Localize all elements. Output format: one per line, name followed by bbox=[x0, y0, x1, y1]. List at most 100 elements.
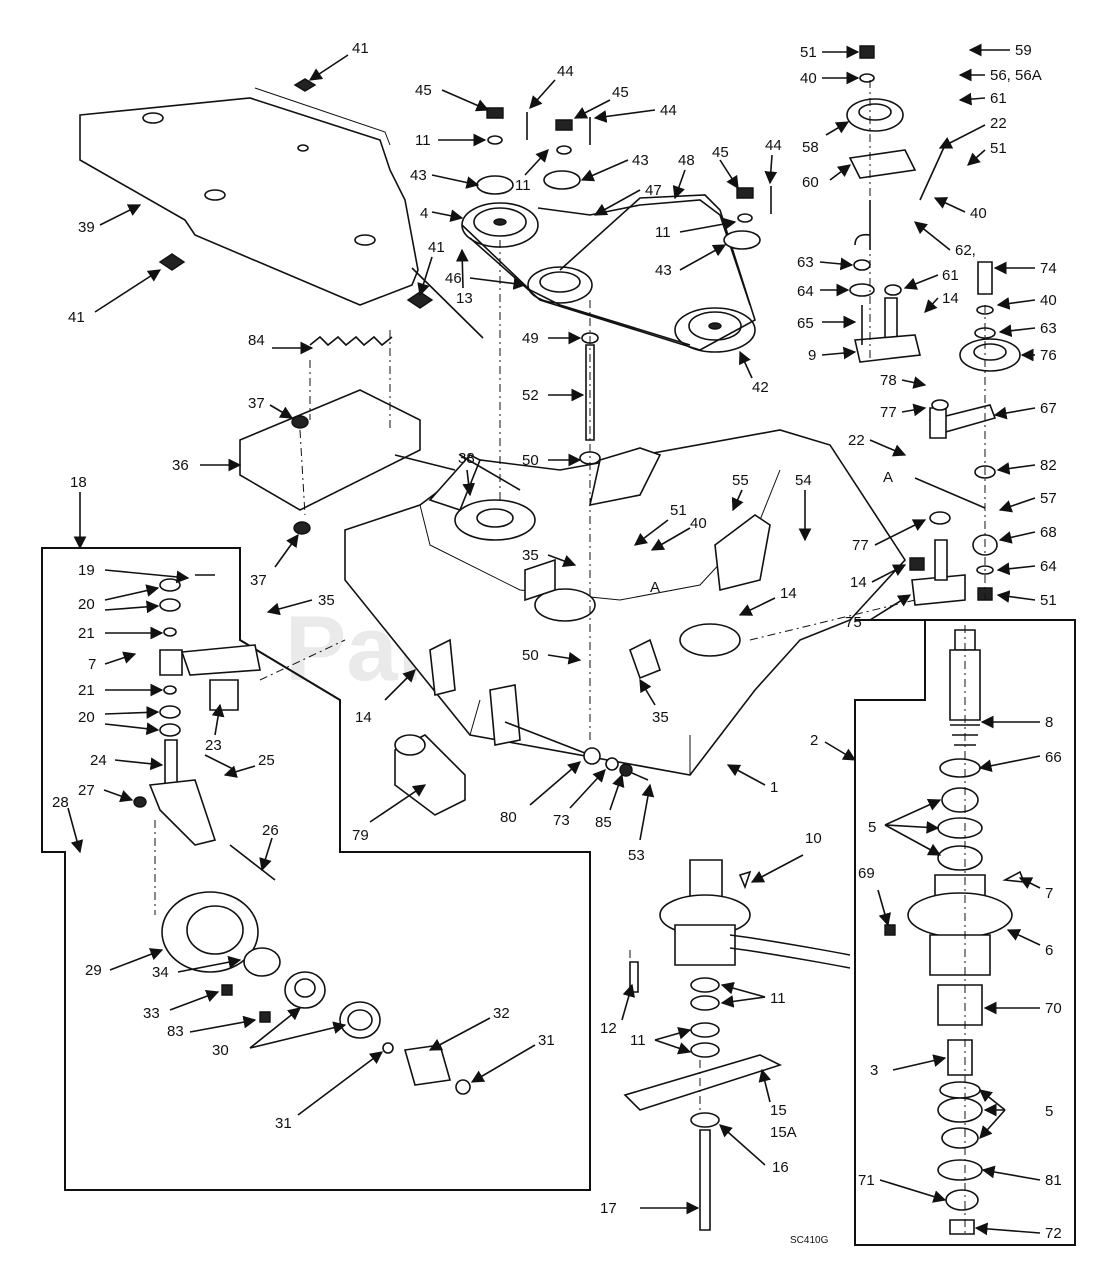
callout-69: 69 bbox=[858, 865, 875, 882]
callout-44-c: 44 bbox=[765, 137, 782, 154]
callout-12: 12 bbox=[600, 1020, 617, 1037]
callout-19: 19 bbox=[78, 562, 95, 579]
caster-assembly-drawing bbox=[41, 547, 591, 1191]
callout-6: 6 bbox=[1045, 942, 1053, 959]
callout-11-d: 11 bbox=[770, 990, 786, 1007]
callout-33: 33 bbox=[143, 1005, 160, 1022]
callout-64-b: 64 bbox=[1040, 558, 1057, 575]
callout-41-right: 41 bbox=[428, 239, 445, 256]
callout-1: 1 bbox=[770, 779, 778, 796]
callout-44-a: 44 bbox=[557, 63, 574, 80]
callout-a-right: A bbox=[883, 469, 893, 486]
callout-44-b: 44 bbox=[660, 102, 677, 119]
callout-7-right: 7 bbox=[1045, 885, 1053, 902]
callout-8: 8 bbox=[1045, 714, 1053, 731]
callout-27: 27 bbox=[78, 782, 95, 799]
callout-81: 81 bbox=[1045, 1172, 1062, 1189]
callout-11-e: 11 bbox=[630, 1032, 646, 1049]
pulley-and-belt-drawing bbox=[461, 107, 772, 353]
mower-deck-drawing bbox=[344, 429, 907, 776]
callout-9: 9 bbox=[808, 347, 816, 364]
callout-59: 59 bbox=[1015, 42, 1032, 59]
spindle-bolt-drawing bbox=[579, 300, 601, 740]
spindle-detail-drawing bbox=[854, 619, 1076, 1246]
callout-45-a: 45 bbox=[415, 82, 432, 99]
callout-25: 25 bbox=[258, 752, 275, 769]
callout-84: 84 bbox=[248, 332, 265, 349]
callout-85: 85 bbox=[595, 814, 612, 831]
callout-15a: 15A bbox=[770, 1124, 797, 1141]
callout-18: 18 bbox=[70, 474, 87, 491]
callout-66: 66 bbox=[1045, 749, 1062, 766]
callout-49: 49 bbox=[522, 330, 539, 347]
callout-5-lower: 5 bbox=[1045, 1103, 1053, 1120]
callout-42: 42 bbox=[752, 379, 769, 396]
callout-22-b: 22 bbox=[848, 432, 865, 449]
callout-37-a: 37 bbox=[248, 395, 265, 412]
callout-2: 2 bbox=[810, 732, 818, 749]
callout-63-b: 63 bbox=[1040, 320, 1057, 337]
callout-77-b: 77 bbox=[852, 537, 869, 554]
callout-78: 78 bbox=[880, 372, 897, 389]
callout-67: 67 bbox=[1040, 400, 1057, 417]
callout-7-left: 7 bbox=[88, 656, 96, 673]
callout-30: 30 bbox=[212, 1042, 229, 1059]
callout-53: 53 bbox=[628, 847, 645, 864]
callout-labels: 41 39 41 41 45 44 45 44 11 43 11 43 48 4… bbox=[52, 40, 1062, 1242]
callout-14-d: 14 bbox=[355, 709, 372, 726]
callout-34: 34 bbox=[152, 964, 169, 981]
callout-11-c: 11 bbox=[655, 224, 671, 241]
callout-31-left: 31 bbox=[275, 1115, 292, 1132]
callout-58: 58 bbox=[802, 139, 819, 156]
callout-22-a: 22 bbox=[990, 115, 1007, 132]
callout-47: 47 bbox=[645, 182, 662, 199]
callout-26: 26 bbox=[262, 822, 279, 839]
callout-61-b: 61 bbox=[942, 267, 959, 284]
callout-31-right: 31 bbox=[538, 1032, 555, 1049]
callout-75: 75 bbox=[845, 614, 862, 631]
callout-a-center: A bbox=[650, 579, 660, 596]
callout-79: 79 bbox=[352, 827, 369, 844]
callout-17: 17 bbox=[600, 1200, 617, 1217]
callout-77-a: 77 bbox=[880, 404, 897, 421]
idler-assembly-drawing bbox=[846, 45, 1021, 606]
callout-16: 16 bbox=[772, 1159, 789, 1176]
callout-35-b: 35 bbox=[522, 547, 539, 564]
callout-76: 76 bbox=[1040, 347, 1057, 364]
callout-74: 74 bbox=[1040, 260, 1057, 277]
callout-35-c: 35 bbox=[652, 709, 669, 726]
callout-40-b: 40 bbox=[970, 205, 987, 222]
callout-41-left: 41 bbox=[68, 309, 85, 326]
callout-13: 13 bbox=[456, 290, 473, 307]
callout-3: 3 bbox=[870, 1062, 878, 1079]
callout-20-b: 20 bbox=[78, 709, 95, 726]
callout-21-a: 21 bbox=[78, 625, 95, 642]
callout-40-c: 40 bbox=[1040, 292, 1057, 309]
callout-28: 28 bbox=[52, 794, 69, 811]
callout-36: 36 bbox=[172, 457, 189, 474]
callout-4: 4 bbox=[420, 205, 428, 222]
callout-43-a: 43 bbox=[410, 167, 427, 184]
callout-20-a: 20 bbox=[78, 596, 95, 613]
callout-11-a: 11 bbox=[415, 132, 431, 149]
lift-bracket-drawing bbox=[239, 267, 521, 535]
callout-14-c: 14 bbox=[780, 585, 797, 602]
callout-41-top: 41 bbox=[352, 40, 369, 57]
callout-83: 83 bbox=[167, 1023, 184, 1040]
callout-32: 32 bbox=[493, 1005, 510, 1022]
belt-cover-drawing bbox=[79, 78, 434, 309]
callout-63-a: 63 bbox=[797, 254, 814, 271]
callout-50-b: 50 bbox=[522, 647, 539, 664]
callout-62: 62, bbox=[955, 242, 976, 259]
callout-64-a: 64 bbox=[797, 283, 814, 300]
leader-arrows bbox=[67, 43, 1041, 1236]
callout-60: 60 bbox=[802, 174, 819, 191]
callout-48: 48 bbox=[678, 152, 695, 169]
callout-61-a: 61 bbox=[990, 90, 1007, 107]
callout-46: 46 bbox=[445, 270, 462, 287]
callout-51-d: 51 bbox=[670, 502, 687, 519]
callout-38: 38 bbox=[458, 450, 475, 467]
callout-39: 39 bbox=[78, 219, 95, 236]
callout-11-b: 11 bbox=[515, 177, 531, 194]
